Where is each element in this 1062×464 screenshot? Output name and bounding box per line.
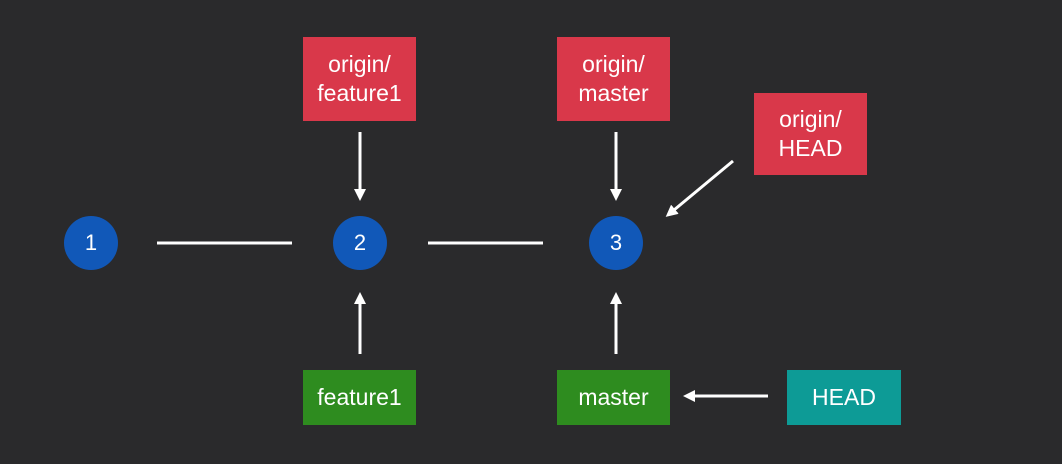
ref-origin-feature1: origin/ feature1 — [303, 37, 416, 121]
branch-feature1: feature1 — [303, 370, 416, 425]
ref-label-line1: origin/ — [582, 51, 645, 77]
commit-label: 1 — [84, 230, 98, 255]
arrow-origin-head-to-commit-3 — [665, 159, 734, 217]
commit-label: 2 — [353, 230, 367, 255]
commit-node-3: 3 — [589, 216, 643, 270]
branch-master: master — [557, 370, 670, 425]
ref-label-line1: origin/ — [328, 51, 391, 77]
ref-label-line1: origin/ — [779, 106, 842, 132]
branch-label: feature1 — [317, 384, 402, 410]
commit-node-1: 1 — [64, 216, 118, 270]
ref-label-line2: feature1 — [317, 80, 402, 106]
ref-origin-master: origin/ master — [557, 37, 670, 121]
commit-node-2: 2 — [333, 216, 387, 270]
branch-label: master — [578, 384, 649, 410]
ref-label-line2: master — [578, 80, 649, 106]
ref-origin-head: origin/ HEAD — [754, 93, 867, 175]
commit-label: 3 — [609, 230, 623, 255]
head-label: HEAD — [812, 384, 876, 410]
ref-label-line2: HEAD — [778, 135, 843, 161]
ref-head: HEAD — [787, 370, 901, 425]
